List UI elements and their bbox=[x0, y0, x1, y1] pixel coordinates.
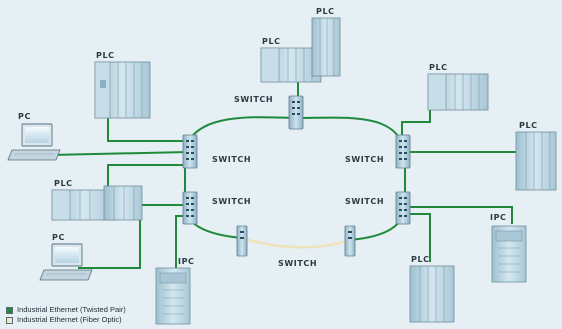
legend-swatch-twisted-pair bbox=[6, 306, 13, 314]
legend-item-fiber-optic: Industrial Ethernet (Fiber Optic) bbox=[6, 315, 126, 325]
legend: Industrial Ethernet (Twisted Pair) Indus… bbox=[6, 305, 126, 325]
plc-label-mid-left: PLC bbox=[54, 179, 73, 188]
plc-label-top-right: PLC bbox=[429, 63, 448, 72]
legend-label-fiber-optic: Industrial Ethernet (Fiber Optic) bbox=[17, 315, 122, 324]
pc-device-bottom-left[interactable] bbox=[39, 243, 93, 281]
plc-label-mid-right: PLC bbox=[519, 121, 538, 130]
plc-label-top-center-tall: PLC bbox=[316, 7, 335, 16]
plc-device-top-center[interactable] bbox=[260, 47, 322, 83]
switch-left-upper[interactable] bbox=[182, 134, 198, 169]
plc-label-bottom-right: PLC bbox=[411, 255, 430, 264]
switch-right-upper[interactable] bbox=[395, 134, 411, 169]
plc-device-mid-left[interactable] bbox=[51, 185, 143, 221]
switch-bottom-left[interactable] bbox=[236, 225, 248, 257]
plc-device-top-right[interactable] bbox=[427, 73, 489, 111]
cable-pc-top-left bbox=[49, 151, 189, 156]
switch-label-right-upper: SWITCH bbox=[345, 155, 384, 164]
switch-label-bottom: SWITCH bbox=[278, 259, 317, 268]
switch-label-right-lower: SWITCH bbox=[345, 197, 384, 206]
plc-device-top-center-tall[interactable] bbox=[311, 17, 341, 77]
switch-bottom-right[interactable] bbox=[344, 225, 356, 257]
cable-plc-bottom-right bbox=[410, 213, 431, 262]
pc-label-bottom-left: PC bbox=[52, 233, 65, 242]
plc-label-top-center: PLC bbox=[262, 37, 281, 46]
pc-label-top-left: PC bbox=[18, 112, 31, 121]
switch-left-lower[interactable] bbox=[182, 191, 198, 225]
switch-right-lower[interactable] bbox=[395, 191, 411, 225]
switch-label-left-upper: SWITCH bbox=[212, 155, 251, 164]
network-cables bbox=[49, 62, 518, 270]
ipc-label-right: IPC bbox=[490, 213, 507, 222]
ipc-device-bottom-center[interactable] bbox=[155, 267, 191, 325]
cable-plc-mid-left bbox=[107, 164, 188, 192]
cable-pc-bottom-left bbox=[78, 204, 188, 269]
ipc-device-right[interactable] bbox=[491, 225, 527, 283]
ring-cable-fiber-optic bbox=[241, 236, 351, 249]
cable-ipc-right bbox=[410, 206, 513, 224]
plc-device-mid-right[interactable] bbox=[515, 131, 557, 191]
plc-label-top-left: PLC bbox=[96, 51, 115, 60]
cable-plc-top-right bbox=[401, 100, 431, 138]
ipc-label-bottom-center: IPC bbox=[178, 257, 195, 266]
ring-cable-twisted-pair bbox=[184, 116, 406, 241]
plc-device-bottom-right[interactable] bbox=[409, 265, 455, 323]
cable-plc-top-left bbox=[107, 118, 188, 142]
legend-item-twisted-pair: Industrial Ethernet (Twisted Pair) bbox=[6, 305, 126, 315]
pc-device-top-left[interactable] bbox=[7, 123, 61, 161]
switch-label-left-lower: SWITCH bbox=[212, 197, 251, 206]
plc-device-top-left[interactable] bbox=[94, 61, 151, 119]
legend-swatch-fiber-optic bbox=[6, 316, 13, 324]
legend-label-twisted-pair: Industrial Ethernet (Twisted Pair) bbox=[17, 305, 126, 314]
switch-top[interactable] bbox=[288, 95, 304, 130]
switch-label-top: SWITCH bbox=[234, 95, 273, 104]
